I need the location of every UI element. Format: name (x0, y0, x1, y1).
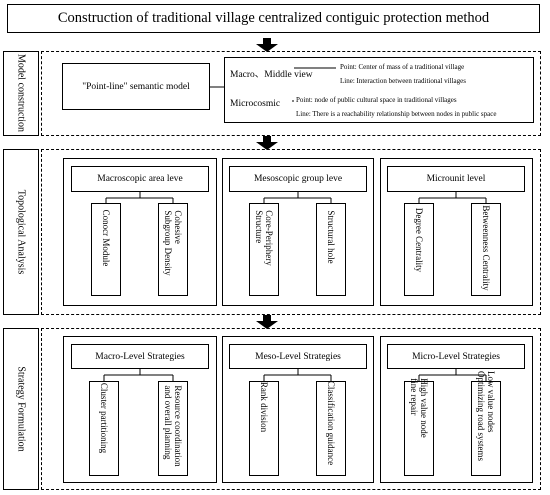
diagram-title: Construction of traditional village cent… (57, 10, 490, 26)
topology-item (158, 203, 188, 296)
topology-group-meso-title: Mesoscopic group leve (229, 166, 367, 192)
topology-item (91, 203, 121, 296)
topology-section-frame (41, 149, 541, 315)
strategy-item (249, 381, 279, 476)
strategy-group-micro-title: Micro-Level Strategies (387, 344, 525, 369)
macro-label: Macro、Middle view (230, 70, 313, 80)
strategy-item (316, 381, 346, 476)
micro-line-text: Line: There is a reachability relationsh… (296, 110, 497, 118)
down-arrow-icon (256, 38, 278, 52)
down-arrow-icon (256, 315, 278, 329)
topology-group-macro-title: Macroscopic area leve (71, 166, 209, 192)
topology-item (249, 203, 279, 296)
semantic-model-box: "Point-line" semantic model (62, 63, 210, 110)
strategy-item (89, 381, 119, 476)
micro-label: Microcosmic (230, 99, 281, 109)
down-arrow-icon (256, 136, 278, 150)
strategy-item (404, 381, 434, 476)
strategy-group-meso-title: Meso-Level Strategies (229, 344, 367, 369)
diagram-title-box: Construction of traditional village cent… (7, 4, 540, 33)
topology-item (471, 203, 501, 296)
micro-point-text: Point: node of public cultural space in … (296, 96, 457, 104)
macro-line-text: Line: Interaction between traditional vi… (340, 77, 466, 85)
strategy-side-box (3, 328, 39, 490)
topology-item (404, 203, 434, 296)
model-detail-box (224, 57, 534, 123)
topology-group-micro-title: Microunit level (387, 166, 525, 192)
topology-item (316, 203, 346, 296)
strategy-item (471, 381, 501, 476)
macro-point-text: Point: Center of mass of a traditional v… (340, 63, 465, 71)
strategy-group-macro-title: Macro-Level Strategies (71, 344, 209, 369)
model-side-box (3, 51, 39, 136)
topology-side-box (3, 149, 39, 315)
semantic-model-label: "Point-line" semantic model (82, 81, 190, 92)
strategy-item (158, 381, 188, 476)
model-section-frame (41, 51, 541, 136)
strategy-section-frame (41, 328, 541, 490)
